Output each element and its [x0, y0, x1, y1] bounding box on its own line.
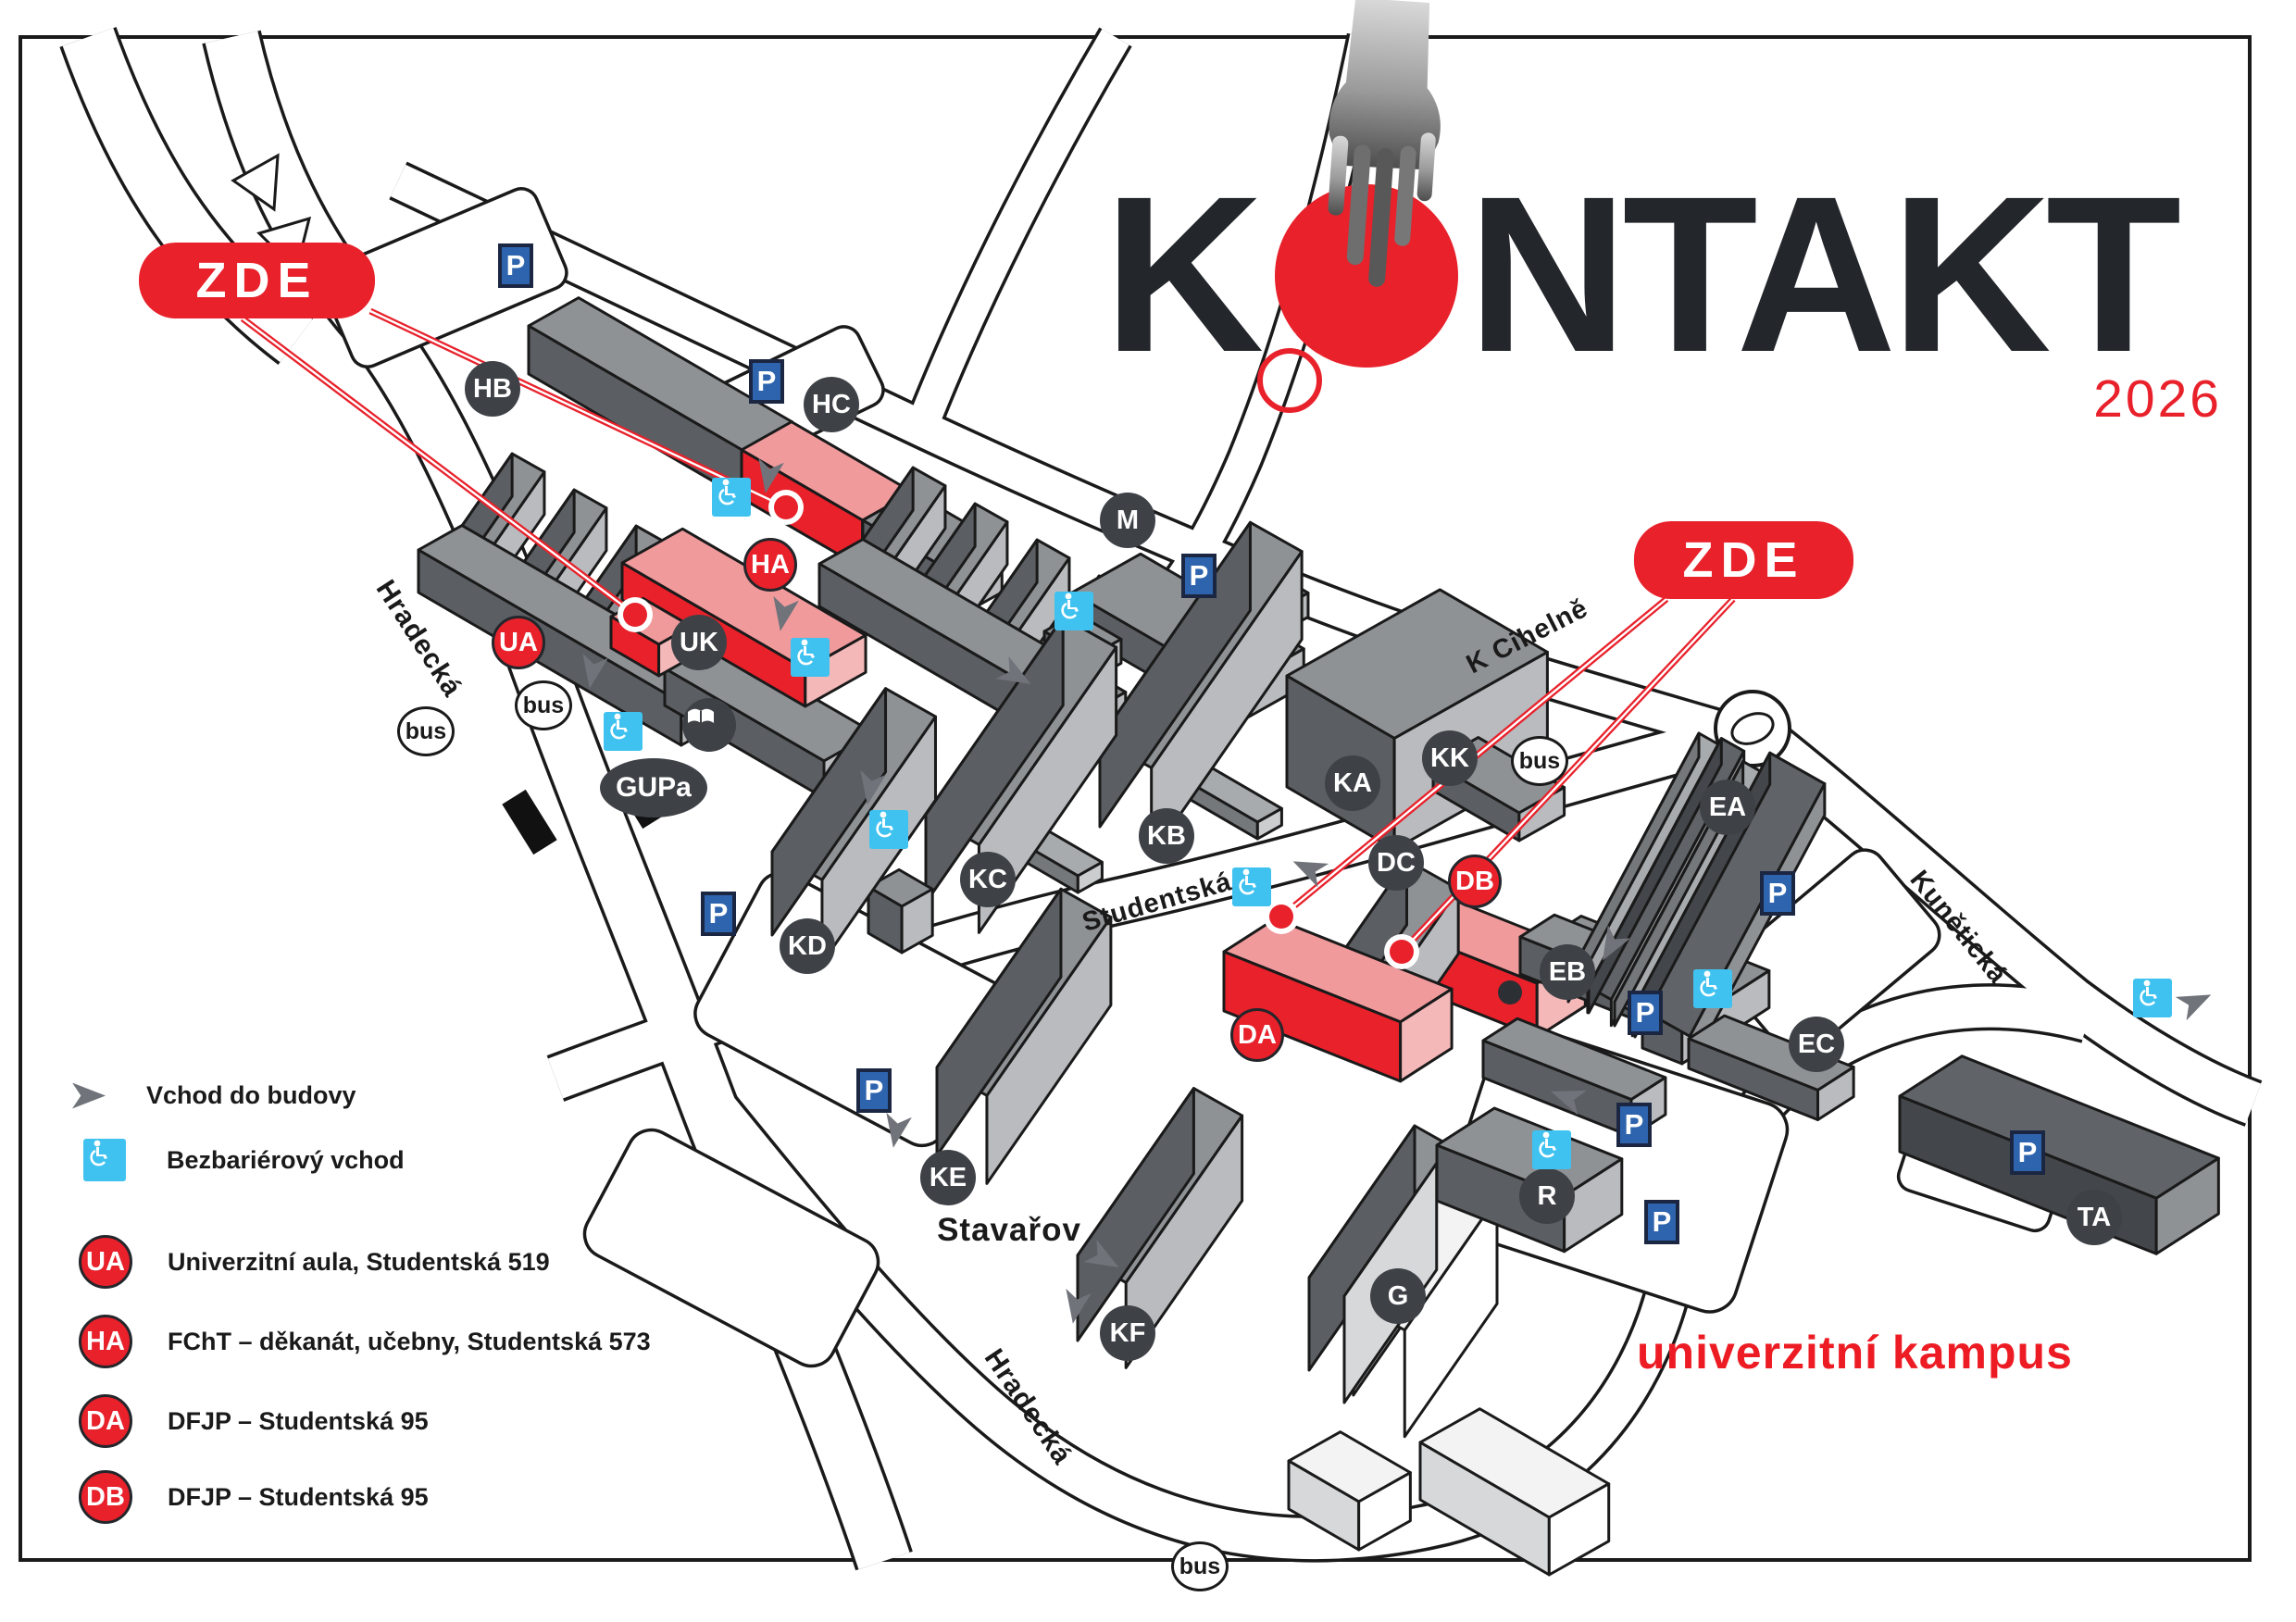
highlighted-building-label-da: DA: [1230, 1008, 1284, 1062]
building-label-ke: KE: [920, 1150, 976, 1205]
wheelchair-icon: [2133, 979, 2172, 1017]
parking-icon: P: [1628, 991, 1663, 1035]
wheelchair-icon: [869, 810, 908, 849]
parking-icon: P: [749, 359, 784, 404]
building-label-ec: EC: [1789, 1017, 1844, 1072]
wheelchair-icon: [1054, 592, 1093, 630]
legend-building-row: DB DFJP – Studentská 95: [79, 1470, 429, 1524]
legend-building-row: HA FChT – děkanát, učebny, Studentská 57…: [79, 1315, 651, 1368]
parking-icon: P: [1616, 1103, 1652, 1147]
parking-icon: P: [1760, 871, 1795, 916]
building-label-hb: HB: [465, 361, 520, 417]
legend-accessible-row: Bezbariérový vchod: [83, 1139, 405, 1181]
building-label-kb: KB: [1139, 808, 1194, 864]
building-label-uk: UK: [671, 615, 727, 670]
legend-da-label: DFJP – Studentská 95: [168, 1406, 429, 1435]
highlighted-building-label-ua: UA: [492, 616, 545, 669]
logo-small-ring: [1257, 348, 1322, 413]
wheelchair-icon: [712, 478, 751, 517]
legend-entrance-row: Vchod do budovy: [72, 1081, 356, 1110]
building-label-kd: KD: [780, 918, 835, 974]
legend-db-label: DFJP – Studentská 95: [168, 1482, 429, 1511]
legend-ha-badge: HA: [79, 1315, 132, 1368]
wheelchair-icon: [83, 1139, 126, 1181]
building-label-dc: DC: [1368, 835, 1424, 891]
building-label-ea: EA: [1700, 780, 1755, 835]
title-kontakt-rest: NTAKT: [1467, 150, 2181, 398]
building-label-hc: HC: [804, 377, 859, 432]
wheelchair-icon: [604, 712, 643, 751]
parking-icon: P: [1181, 554, 1217, 598]
title-kontakt-k: K: [1104, 150, 1264, 398]
wheelchair-icon: [1232, 867, 1271, 906]
legend-ua-label: Univerzitní aula, Studentská 519: [168, 1247, 550, 1276]
legend-ua-badge: UA: [79, 1235, 132, 1289]
legend-building-row: DA DFJP – Studentská 95: [79, 1394, 429, 1448]
wheelchair-icon: [1693, 969, 1732, 1008]
legend-ha-label: FChT – děkanát, učebny, Studentská 573: [168, 1327, 651, 1355]
building-label-ka: KA: [1325, 755, 1380, 811]
building-label-kf: KF: [1100, 1305, 1155, 1361]
parking-icon: P: [2010, 1130, 2045, 1175]
building-label-ta: TA: [2066, 1190, 2122, 1245]
hand-photo-illustration: [1328, 0, 1441, 287]
parking-icon: P: [1644, 1200, 1679, 1244]
building-label-eb: EB: [1540, 944, 1595, 1000]
bus-stop: bus: [1511, 736, 1568, 786]
bus-stop: bus: [515, 680, 572, 730]
building-label-kc: KC: [960, 852, 1016, 907]
legend-db-badge: DB: [79, 1470, 132, 1524]
building-label-kk: KK: [1422, 730, 1478, 786]
building-label-m: M: [1100, 493, 1155, 548]
bus-stop: bus: [1171, 1541, 1229, 1591]
parking-icon: P: [701, 892, 736, 936]
highlighted-building-label-db: DB: [1448, 855, 1502, 908]
wheelchair-icon: [1532, 1130, 1571, 1169]
parking-icon: P: [856, 1068, 892, 1113]
title-year: 2026: [2093, 369, 2222, 429]
building-label-g: G: [1370, 1268, 1426, 1324]
parking-icon: P: [498, 243, 533, 288]
poi-dot: [1498, 980, 1522, 1004]
legend-da-badge: DA: [79, 1394, 132, 1448]
zde-callout-badge: ZDE: [139, 243, 375, 318]
building-label-gupa: GUPa: [600, 758, 707, 817]
wheelchair-icon: [791, 638, 830, 677]
logo-red-circle: [1275, 184, 1458, 368]
legend-accessible-label: Bezbariérový vchod: [167, 1145, 405, 1174]
zde-callout-badge: ZDE: [1634, 521, 1853, 599]
entrance-arrow-icon: [72, 1082, 106, 1109]
legend-entrance-label: Vchod do budovy: [146, 1081, 356, 1109]
building-label-r: R: [1519, 1168, 1575, 1224]
campus-caption: univerzitní kampus: [1637, 1327, 2073, 1379]
legend-building-row: UA Univerzitní aula, Studentská 519: [79, 1235, 550, 1289]
highlighted-building-label-ha: HA: [743, 538, 797, 592]
street-label: Stavařov: [937, 1212, 1081, 1248]
bus-stop: bus: [397, 706, 455, 756]
library-icon: [682, 698, 736, 752]
